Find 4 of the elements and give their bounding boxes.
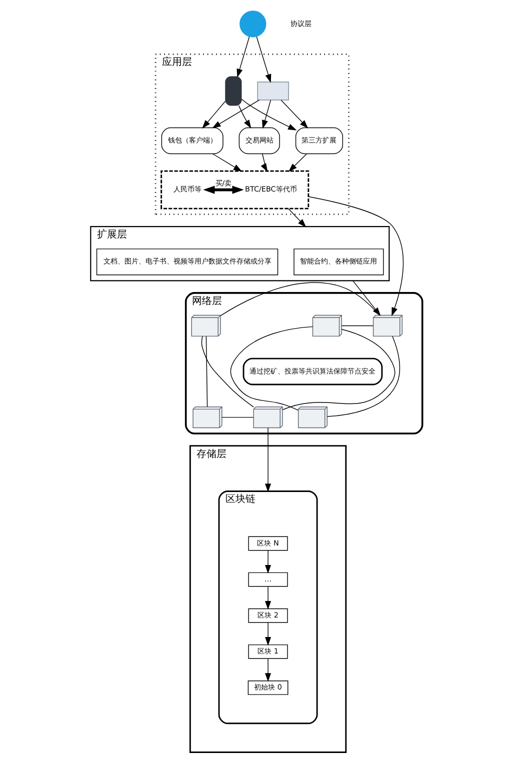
node-text: BTC/EBC等代币 (245, 184, 297, 194)
edge-label: 买/卖 (215, 178, 232, 188)
label: 协议层 (290, 18, 312, 28)
node-text: 人民币等 (173, 184, 202, 194)
